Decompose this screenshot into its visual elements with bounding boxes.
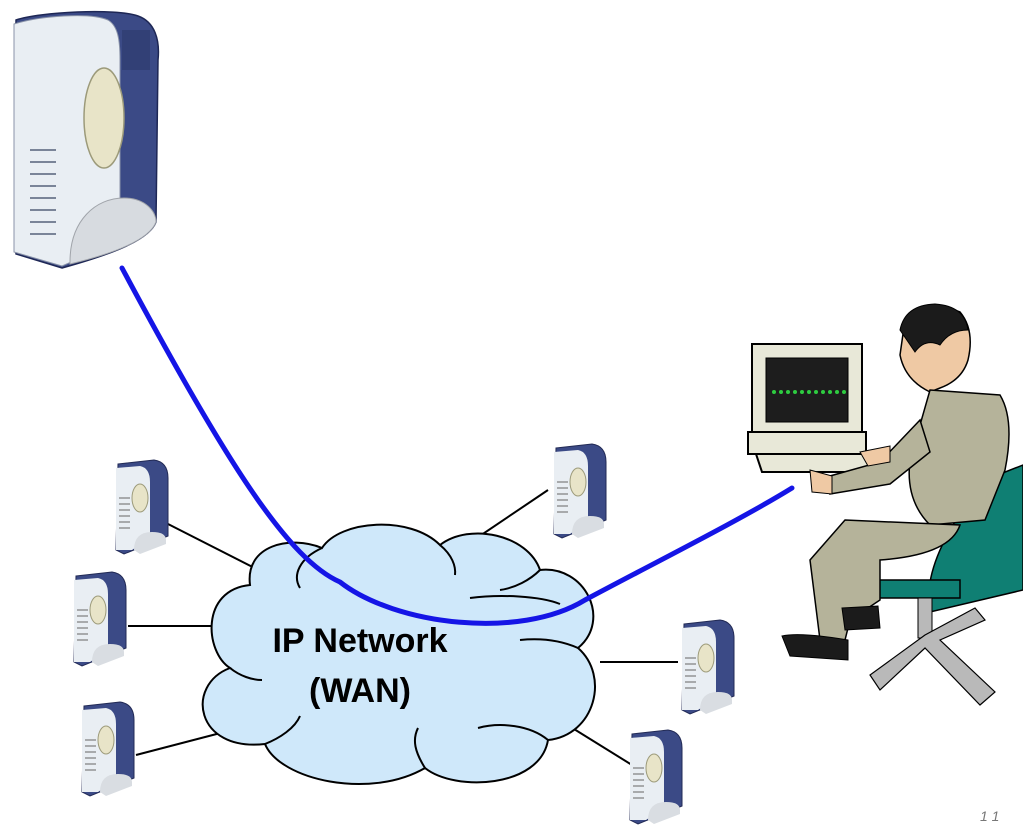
remote-gateway-left-middle — [73, 571, 127, 667]
remote-gateway-right-middle — [681, 619, 735, 715]
person-icon — [781, 303, 1010, 661]
desktop-computer — [747, 343, 890, 473]
network-label-line2: (WAN) — [309, 672, 411, 710]
remote-gateway-right-bottom — [629, 729, 683, 825]
network-label-line1: IP Network — [272, 622, 448, 660]
ip-network-cloud — [201, 523, 596, 786]
link-left-bottom — [135, 729, 233, 756]
main-gateway — [13, 10, 160, 269]
remote-gateway-left-top — [115, 459, 169, 555]
remote-gateway-left-bottom — [81, 701, 135, 797]
operator-at-computer — [747, 303, 1023, 706]
remote-gateway-right-top — [553, 443, 607, 539]
page-number: 1 1 — [980, 808, 1000, 824]
management-tunnel — [119, 265, 795, 626]
